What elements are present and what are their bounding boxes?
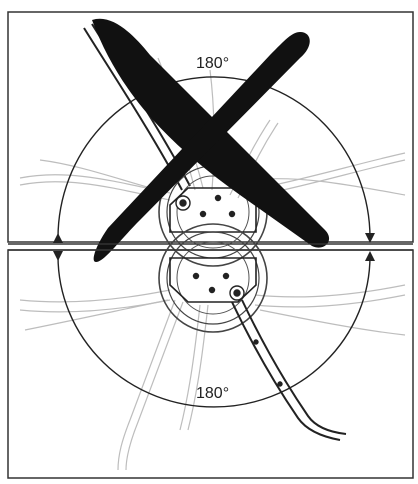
top-rotation-arc	[52, 76, 375, 244]
bottom-chair-base	[158, 223, 347, 441]
bottom-ghost-positions	[19, 284, 406, 471]
bottom-panel-frame	[7, 249, 414, 479]
x-mark-icon	[92, 18, 330, 262]
bottom-rotation-arc	[52, 250, 375, 408]
bottom-angle-label: 180°	[196, 385, 229, 402]
top-angle-label: 180°	[196, 55, 229, 72]
panel-separator	[8, 243, 413, 251]
bottom-panel: 180°	[7, 223, 414, 479]
top-panel: 180°	[7, 11, 414, 267]
